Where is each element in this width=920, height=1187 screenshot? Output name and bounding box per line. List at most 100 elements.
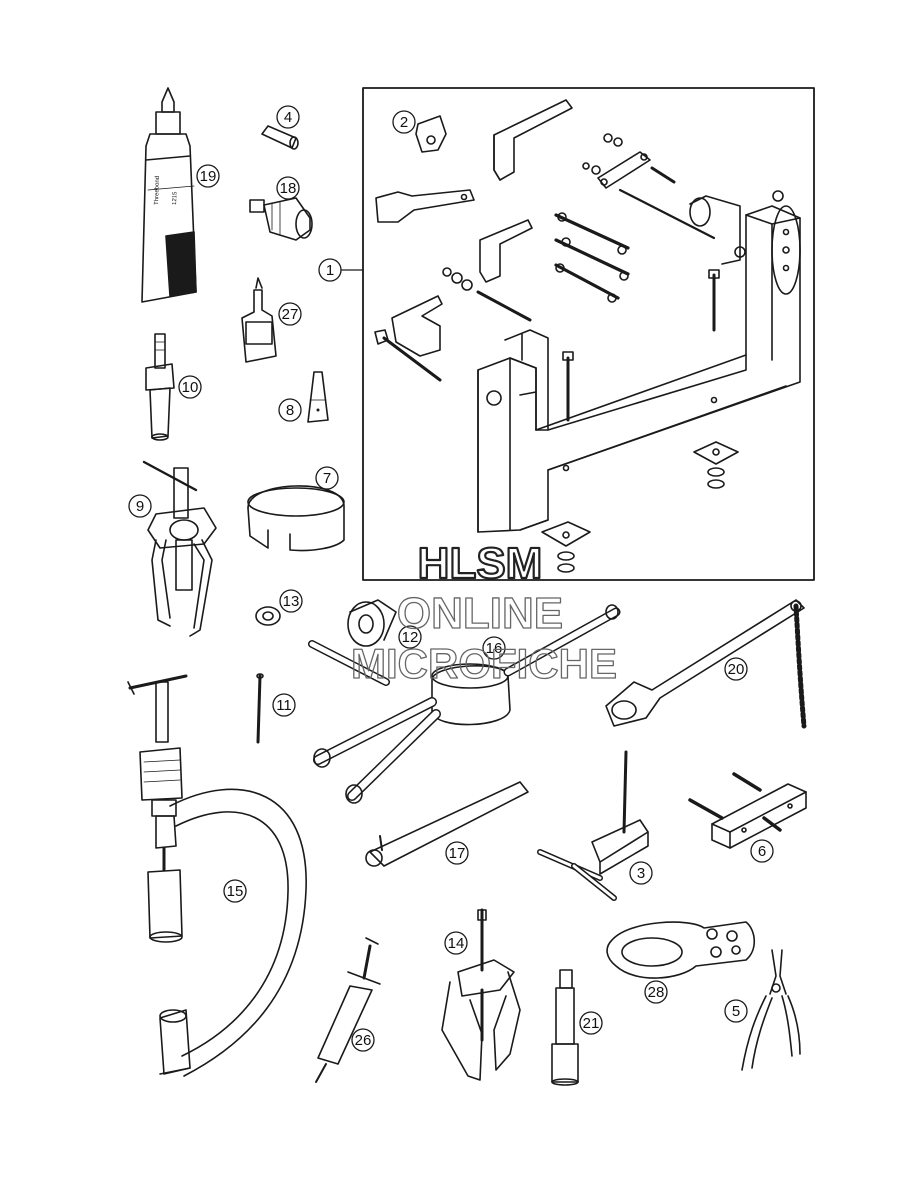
socket-tool-21 — [551, 969, 579, 1086]
callout-number: 19 — [200, 168, 217, 185]
callout-number: 4 — [284, 109, 292, 126]
callout-circle — [223, 879, 247, 903]
nozzle-part — [261, 125, 299, 150]
callout-circle — [351, 1028, 375, 1052]
tube-brand-text: Threebond — [154, 176, 161, 205]
callout-9: 9 — [128, 494, 152, 518]
callout-19: 19 — [196, 164, 220, 188]
callout-7: 7 — [315, 466, 339, 490]
callout-13: 13 — [279, 589, 303, 613]
callout-circle — [398, 625, 422, 649]
puller-tool-10 — [145, 333, 175, 441]
three-jaw-puller — [142, 460, 217, 637]
callout-number: 8 — [286, 402, 294, 419]
callout-number: 26 — [355, 1032, 372, 1049]
ring-tool — [247, 485, 345, 552]
driver-tool — [537, 750, 649, 901]
pin-tool — [256, 673, 264, 744]
tube-number-text: 1215 — [172, 191, 178, 205]
callout-number: 18 — [280, 180, 297, 197]
bearing-part — [347, 599, 397, 647]
callout-circle — [629, 861, 653, 885]
callout-number: 11 — [276, 697, 292, 714]
callout-number: 2 — [400, 114, 408, 131]
callout-8: 8 — [278, 398, 302, 422]
callout-10: 10 — [178, 375, 202, 399]
callout-number: 10 — [182, 379, 199, 396]
callout-circle — [178, 375, 202, 399]
engine-stand-part — [374, 99, 801, 573]
callout-circle — [276, 176, 300, 200]
callout-2: 2 — [392, 110, 416, 134]
callout-number: 5 — [732, 1003, 740, 1020]
callout-circle — [579, 1011, 603, 1035]
callout-number: 9 — [136, 498, 144, 515]
callout-1: 1 — [318, 258, 342, 282]
crankshaft-puller — [308, 604, 621, 804]
callout-number: 7 — [323, 470, 331, 487]
callout-circle — [196, 164, 220, 188]
callout-circle — [278, 398, 302, 422]
callout-number: 14 — [448, 935, 465, 952]
callout-circle — [750, 839, 774, 863]
socket-adapter — [249, 197, 313, 241]
syringe-tool — [315, 937, 381, 1083]
callout-number: 21 — [583, 1015, 600, 1032]
callout-circle — [278, 302, 302, 326]
callout-number: 17 — [449, 845, 466, 862]
circlip-pliers — [741, 949, 801, 1071]
callout-4: 4 — [276, 105, 300, 129]
callout-number: 1 — [326, 262, 334, 279]
callout-number: 15 — [227, 883, 244, 900]
callout-circle — [444, 931, 468, 955]
callout-circle — [279, 589, 303, 613]
callout-number: 6 — [758, 843, 766, 860]
callout-number: 12 — [402, 629, 419, 646]
chain-holder — [605, 599, 807, 729]
engine-stand-frame-box — [362, 87, 815, 581]
callout-circle — [315, 466, 339, 490]
callout-28: 28 — [644, 980, 668, 1004]
callout-26: 26 — [351, 1028, 375, 1052]
watermark-line1: HLSM — [418, 539, 543, 588]
callout-20: 20 — [724, 657, 748, 681]
watermark: HLSM ONLINE MICROFICHE — [350, 538, 617, 688]
spanner-wrench — [365, 781, 529, 867]
callout-circle — [272, 693, 296, 717]
watermark-line2: ONLINE — [397, 589, 563, 638]
callout-21: 21 — [579, 1011, 603, 1035]
callout-11: 11 — [272, 693, 296, 717]
callout-circle — [128, 494, 152, 518]
callout-27: 27 — [278, 302, 302, 326]
callout-circle — [724, 999, 748, 1023]
callout-3: 3 — [629, 861, 653, 885]
callout-18: 18 — [276, 176, 300, 200]
callout-12: 12 — [398, 625, 422, 649]
bottle-part — [241, 277, 277, 363]
small-nut — [255, 606, 281, 626]
callout-circle — [724, 657, 748, 681]
callout-17: 17 — [445, 841, 469, 865]
callout-circle — [445, 841, 469, 865]
valve-spring-compressor — [127, 674, 307, 1077]
callout-number: 20 — [728, 661, 745, 678]
callout-6: 6 — [750, 839, 774, 863]
cap-part — [307, 371, 329, 423]
sealant-tube: Threebond 1215 — [141, 87, 197, 303]
callout-circle — [392, 110, 416, 134]
watermark-line3: MICROFICHE — [351, 640, 617, 687]
puller-tool-14 — [441, 908, 521, 1081]
callout-number: 13 — [283, 593, 300, 610]
callout-number: 28 — [648, 984, 665, 1001]
holder-tool-6 — [688, 772, 807, 849]
callout-circle — [482, 636, 506, 660]
callout-circle — [644, 980, 668, 1004]
callout-number: 27 — [282, 306, 299, 323]
callout-15: 15 — [223, 879, 247, 903]
callout-16: 16 — [482, 636, 506, 660]
callout-circle — [276, 105, 300, 129]
callout-5: 5 — [724, 999, 748, 1023]
gear-holder-plate — [606, 921, 756, 979]
